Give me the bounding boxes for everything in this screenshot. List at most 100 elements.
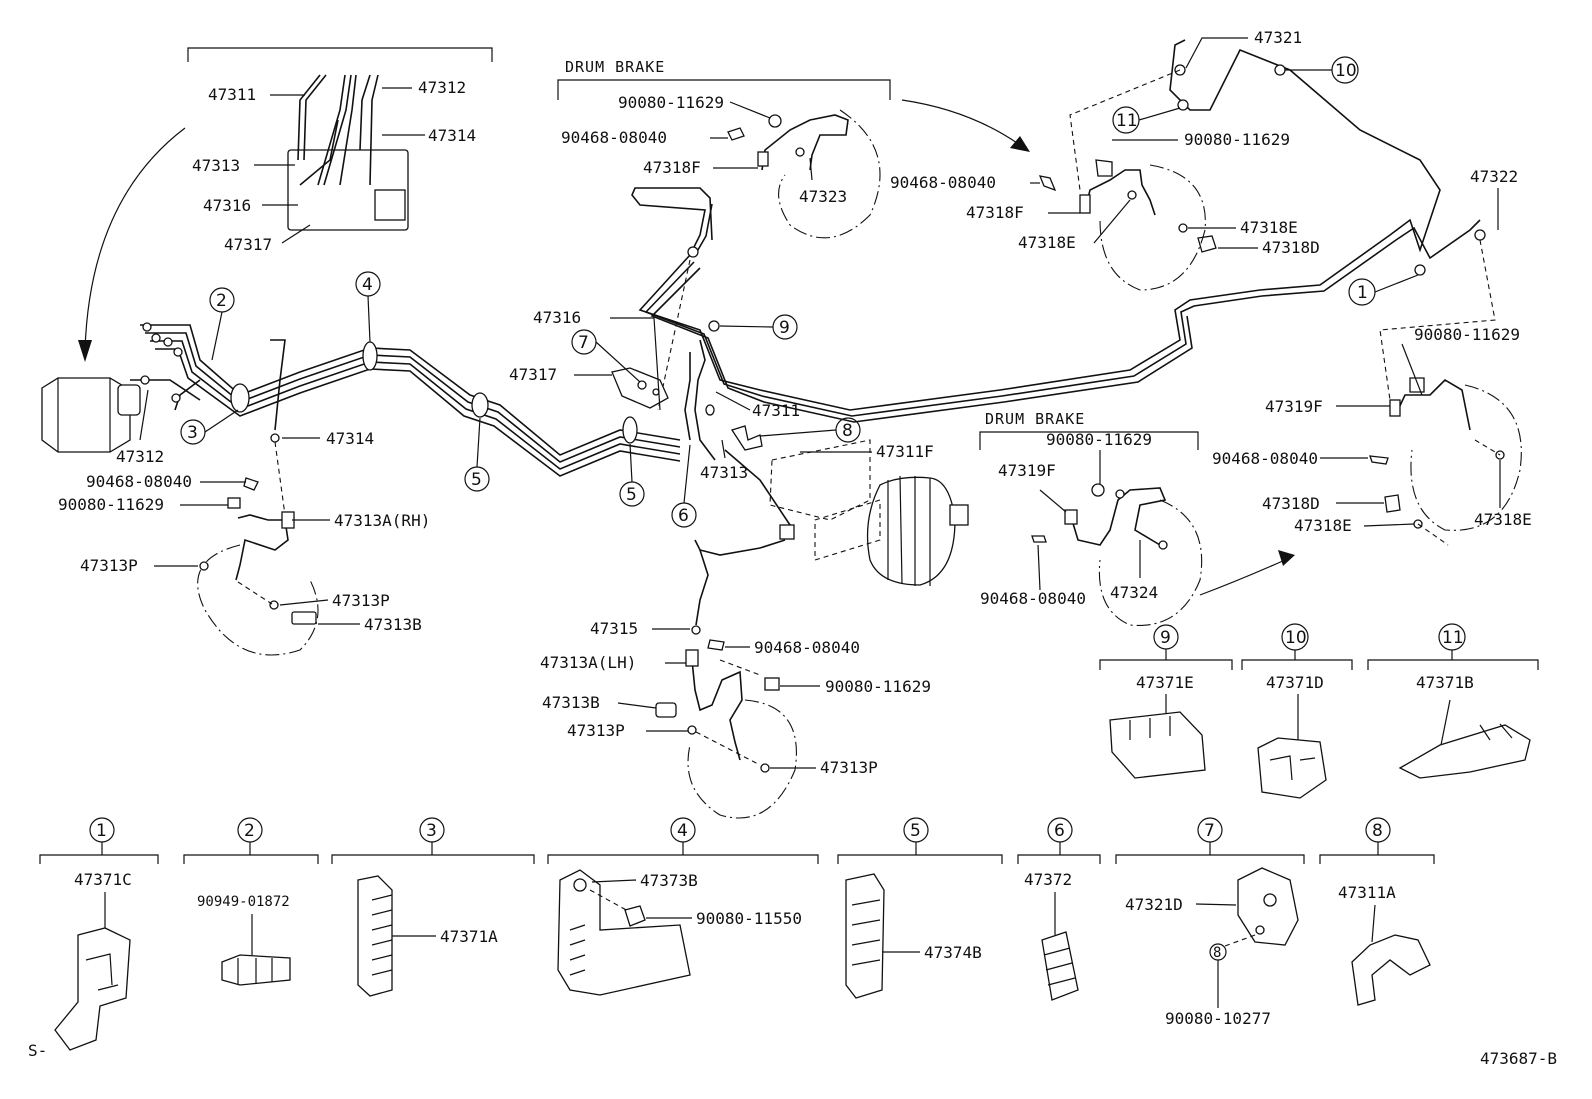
label-90080-c: 90080-11629: [825, 677, 931, 696]
label-90468-e: 90468-08040: [1212, 449, 1318, 468]
callout-4: 4: [362, 275, 373, 295]
part-90080-10277: 90080-10277: [1165, 1009, 1271, 1028]
callout-8: 8: [842, 421, 853, 441]
part-47371C: 47371C: [74, 870, 132, 889]
label-47316-b: 47316: [533, 308, 581, 327]
front-rh-hose: [197, 441, 319, 656]
label-47313-b: 47313: [700, 463, 748, 482]
legend-clamps-bottom: 1 47371C 2 90949-01872 3 47371A 4 47373B…: [39, 817, 1435, 1051]
label-47324: 47324: [1110, 583, 1158, 602]
label-47318F-b: 47318F: [966, 203, 1024, 222]
label-47318E-c: 47318E: [1294, 516, 1352, 535]
callouts-left: 2 4 3 5 5: [180, 271, 645, 507]
arrow-head-icon: [1010, 136, 1030, 152]
drum-brake-middle: DRUM BRAKE: [979, 410, 1203, 626]
legend-callout-5: 5: [910, 821, 921, 841]
legend-callout-8: 8: [1372, 821, 1383, 841]
callout-11: 11: [1116, 111, 1138, 131]
label-47318F-a: 47318F: [643, 158, 701, 177]
label-90468-f: 90468-08040: [980, 589, 1086, 608]
drum-brake-title-2: DRUM BRAKE: [985, 410, 1085, 428]
legend-callout-6: 6: [1054, 821, 1065, 841]
callout-6: 6: [678, 506, 689, 526]
inset-arrow: [84, 127, 186, 351]
footer-left: S-: [28, 1041, 47, 1060]
label-47318D-a: 47318D: [1262, 238, 1320, 257]
label-47313P-a: 47313P: [80, 556, 138, 575]
legend-callout-8-small: 8: [1213, 945, 1221, 961]
part-47321D: 47321D: [1125, 895, 1183, 914]
label-47311: 47311: [208, 85, 256, 104]
label-47322: 47322: [1470, 167, 1518, 186]
part-47371E: 47371E: [1136, 673, 1194, 692]
rear-brake-top-right: [1038, 69, 1217, 291]
label-47323: 47323: [799, 187, 847, 206]
arrow-head-icon: [1278, 550, 1295, 566]
callout-7: 7: [578, 333, 589, 353]
part-47374B: 47374B: [924, 943, 982, 962]
label-90468-a: 90468-08040: [86, 472, 192, 491]
drum-brake-title-1: DRUM BRAKE: [565, 58, 665, 76]
label-90080-f: 90080-11629: [1046, 430, 1152, 449]
label-47313A-lh: 47313A(LH): [540, 653, 636, 672]
label-90468-c: 90468-08040: [754, 638, 860, 657]
label-47318E-b: 47318E: [1018, 233, 1076, 252]
label-47313P-d: 47313P: [820, 758, 878, 777]
label-47313: 47313: [192, 156, 240, 175]
legend-callout-7: 7: [1204, 821, 1215, 841]
callout-1: 1: [1357, 283, 1368, 303]
drum-brake-top: DRUM BRAKE 90080-11629 90468-08040 47318…: [557, 58, 891, 239]
label-47318E-a: 47318E: [1240, 218, 1298, 237]
part-47371B: 47371B: [1416, 673, 1474, 692]
part-47373B: 47373B: [640, 871, 698, 890]
label-90080-d: 90080-11629: [1184, 130, 1290, 149]
front-lh-hose: [655, 639, 797, 819]
label-90080-e: 90080-11629: [1414, 325, 1520, 344]
figure-number: 473687-B: [1480, 1049, 1557, 1068]
label-47318D-b: 47318D: [1262, 494, 1320, 513]
abs-inset: 47311 47312 47314 47313 47316 47317: [187, 47, 493, 254]
legend-callout-9: 9: [1160, 628, 1171, 648]
legend-callout-11: 11: [1442, 628, 1464, 648]
label-47311F: 47311F: [876, 442, 934, 461]
label-90468-b: 90468-08040: [561, 128, 667, 147]
label-47314: 47314: [428, 126, 476, 145]
callout-5b: 5: [626, 485, 637, 505]
label-90080-b: 90080-11629: [618, 93, 724, 112]
legend-callout-1: 1: [96, 821, 107, 841]
label-47317: 47317: [224, 235, 272, 254]
callout-2: 2: [216, 291, 227, 311]
part-47371A: 47371A: [440, 927, 498, 946]
label-47313A-rh: 47313A(RH): [334, 511, 430, 530]
part-47311A: 47311A: [1338, 883, 1396, 902]
label-47316: 47316: [203, 196, 251, 215]
callout-9: 9: [779, 318, 790, 338]
label-47318E-d: 47318E: [1474, 510, 1532, 529]
label-47313P-b: 47313P: [332, 591, 390, 610]
part-47371D: 47371D: [1266, 673, 1324, 692]
part-90949-01872: 90949-01872: [197, 894, 290, 910]
label-47313B-a: 47313B: [364, 615, 422, 634]
part-90080-11550: 90080-11550: [696, 909, 802, 928]
label-47314-b: 47314: [326, 429, 374, 448]
label-47313P-c: 47313P: [567, 721, 625, 740]
label-47312-b: 47312: [116, 447, 164, 466]
brake-booster: [769, 439, 969, 586]
part-47372: 47372: [1024, 870, 1072, 889]
callout-5a: 5: [471, 470, 482, 490]
legend-callout-10: 10: [1285, 628, 1307, 648]
abs-actuator: [41, 377, 141, 453]
rear-pipe-run: [631, 39, 1486, 461]
label-47312: 47312: [418, 78, 466, 97]
label-47311-b: 47311: [752, 401, 800, 420]
legend-callout-3: 3: [426, 821, 437, 841]
label-47319F-b: 47319F: [998, 461, 1056, 480]
label-47315: 47315: [590, 619, 638, 638]
legend-callout-4: 4: [677, 821, 688, 841]
legend-clamps-right: 9 47371E 10 47371D 11 47371B: [1099, 623, 1539, 799]
callout-3: 3: [187, 423, 198, 443]
front-pipe-bundle: [130, 322, 681, 477]
label-47317-b: 47317: [509, 365, 557, 384]
callout-10: 10: [1335, 61, 1357, 81]
